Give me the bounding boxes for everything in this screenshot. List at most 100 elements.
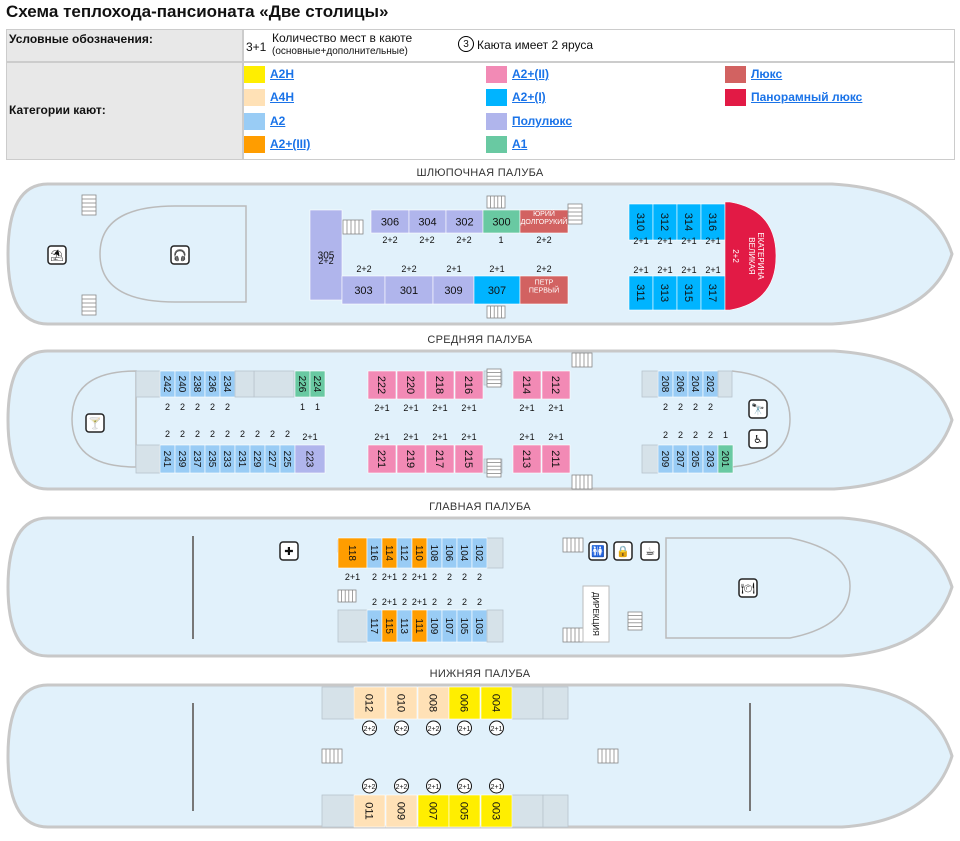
cabin-004[interactable]	[480, 686, 513, 720]
cabin-label: 109	[428, 618, 439, 635]
cabin-capacity: 2+1	[459, 726, 471, 733]
category-swatch	[486, 113, 507, 130]
locker-icon[interactable]	[613, 541, 633, 561]
cabin-312[interactable]	[652, 203, 678, 241]
cabin-102[interactable]	[471, 537, 488, 569]
cabin-capacity: 2	[432, 597, 437, 607]
cabin-222[interactable]	[367, 370, 397, 400]
cabin-316[interactable]	[700, 203, 726, 241]
deck-outline	[99, 205, 247, 303]
cabin-label: 114	[383, 545, 394, 561]
cabin-305[interactable]	[309, 209, 343, 301]
accessible-icon-glyph: ♿	[753, 433, 763, 446]
cabin-label: 007	[427, 802, 439, 820]
cabin-capacity: 2+1	[345, 572, 360, 582]
restaurant-icon[interactable]	[738, 578, 758, 598]
cabin-label: 309	[444, 285, 462, 297]
cabin-221[interactable]	[367, 444, 397, 474]
category-link[interactable]: A1	[512, 137, 528, 151]
cabin-capacity: 2+1	[491, 726, 503, 733]
deck-title-main: ГЛАВНАЯ ПАЛУБА	[429, 501, 531, 513]
cabin-capacity: 2+1	[519, 403, 534, 413]
capacity-example: 3+1	[246, 40, 267, 54]
medical-icon[interactable]	[279, 541, 299, 561]
cabin-314[interactable]	[676, 203, 702, 241]
category-link[interactable]: A2+(II)	[512, 67, 550, 81]
cabin-010[interactable]	[385, 686, 418, 720]
cabin-label: 203	[704, 451, 715, 468]
cabin-003[interactable]	[480, 794, 513, 828]
category-link[interactable]: A2H	[270, 67, 295, 81]
sunbed-icon[interactable]	[47, 245, 67, 265]
cabin-215[interactable]	[454, 444, 484, 474]
cabin-capacity: 2+2	[396, 784, 408, 791]
cabin-capacity: 2	[678, 430, 683, 440]
staircase-icon	[337, 589, 357, 603]
cabin-capacity: 2+1	[681, 265, 696, 275]
category-link[interactable]: Полулюкс	[512, 114, 573, 128]
cabin-212[interactable]	[541, 370, 571, 400]
service-room	[337, 609, 368, 643]
cabin-315[interactable]	[676, 275, 702, 311]
cabin-label: 240	[176, 376, 187, 393]
cabin-220[interactable]	[396, 370, 426, 400]
cabin-capacity: 2	[693, 402, 698, 412]
service-room	[135, 370, 161, 398]
cabin-capacity: 2+1	[428, 784, 440, 791]
cabin-214[interactable]	[512, 370, 542, 400]
category-link[interactable]: A2+(I)	[512, 90, 546, 104]
cabin-capacity: 2	[693, 430, 698, 440]
cabin-219[interactable]	[396, 444, 426, 474]
cabin-218[interactable]	[425, 370, 455, 400]
cabin-224[interactable]	[309, 370, 326, 398]
cabin-005[interactable]	[448, 794, 481, 828]
cabin-216[interactable]	[454, 370, 484, 400]
category-link[interactable]: Люкс	[751, 67, 783, 81]
category-link[interactable]: A2+(III)	[270, 137, 311, 151]
cabin-ekaterina[interactable]	[724, 201, 777, 311]
cabin-label: 221	[375, 450, 387, 468]
capacity-text: Количество мест в каюте	[272, 31, 413, 45]
headphones-icon[interactable]	[170, 245, 190, 265]
cabin-211[interactable]	[541, 444, 571, 474]
cabin-213[interactable]	[512, 444, 542, 474]
service-room	[486, 609, 504, 643]
cabin-label: 103	[473, 618, 484, 635]
cabin-012[interactable]	[353, 686, 386, 720]
cabin-217[interactable]	[425, 444, 455, 474]
accessible-icon[interactable]	[748, 429, 768, 449]
service-room	[321, 794, 355, 828]
cabin-label: 118	[346, 545, 357, 561]
cabin-capacity: 2	[462, 597, 467, 607]
cabin-307[interactable]	[473, 275, 521, 305]
cabin-313[interactable]	[652, 275, 678, 311]
cabin-301[interactable]	[384, 275, 434, 305]
cabin-009[interactable]	[385, 794, 418, 828]
bar-icon[interactable]	[85, 413, 105, 433]
cabin-311[interactable]	[628, 275, 654, 311]
category-link[interactable]: Панорамный люкс	[751, 90, 863, 104]
cabin-310[interactable]	[628, 203, 654, 241]
cabin-label: 304	[418, 216, 436, 228]
binoculars-icon[interactable]	[748, 399, 768, 419]
cabin-201[interactable]	[717, 444, 734, 474]
cabin-label: 107	[443, 618, 454, 635]
category-swatch	[486, 136, 507, 153]
cabin-label: 201	[719, 451, 730, 468]
cabin-007[interactable]	[417, 794, 450, 828]
cabin-label: 004	[490, 694, 502, 712]
cabin-011[interactable]	[353, 794, 386, 828]
toilet-icon[interactable]	[588, 541, 608, 561]
category-link[interactable]: A4H	[270, 90, 295, 104]
cabin-capacity: 2+2	[364, 784, 376, 791]
cafe-icon[interactable]	[640, 541, 660, 561]
cabin-capacity: 2+1	[461, 403, 476, 413]
cabin-capacity: 2	[270, 429, 275, 439]
cabin-петр[interactable]	[519, 275, 569, 305]
cabin-118[interactable]	[337, 537, 368, 569]
category-link[interactable]: A2	[270, 114, 286, 128]
cabin-006[interactable]	[448, 686, 481, 720]
cabin-223[interactable]	[294, 444, 326, 474]
cabin-303[interactable]	[341, 275, 386, 305]
